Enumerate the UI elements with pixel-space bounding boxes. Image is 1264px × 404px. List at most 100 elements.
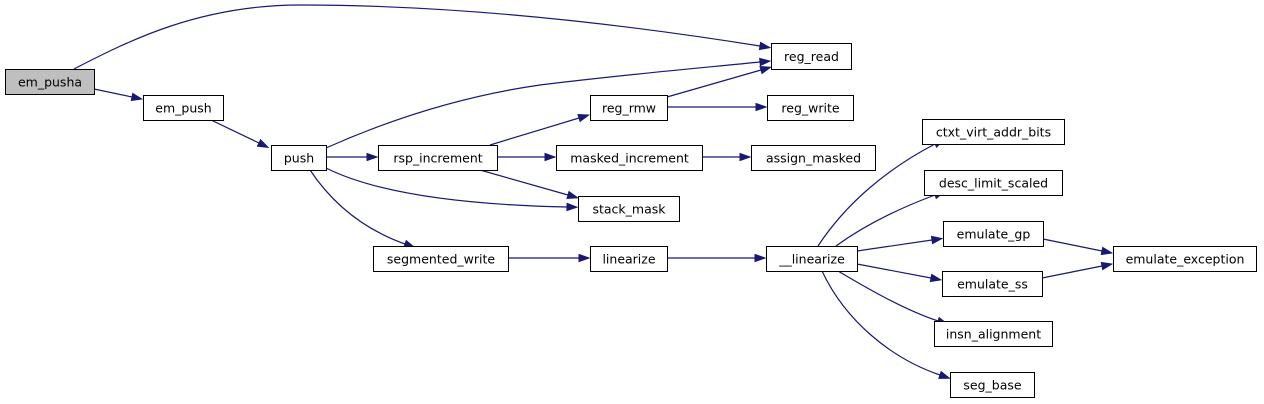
edge-line xyxy=(325,61,761,149)
arrowhead-icon xyxy=(566,190,580,200)
edge-em_pusha-to-reg_read xyxy=(73,4,772,70)
edge-line xyxy=(325,167,568,208)
node-box xyxy=(373,246,509,272)
node-em-pusha[interactable]: em_pusha xyxy=(5,69,95,95)
edge-__linearize-to-emulate_gp xyxy=(856,235,944,252)
node-label: em_pusha xyxy=(18,75,82,90)
node-label: __linearize xyxy=(778,252,845,267)
arrowhead-icon xyxy=(1100,246,1114,256)
arrowhead-icon xyxy=(366,152,379,162)
node-box xyxy=(942,271,1043,297)
edge-__linearize-to-seg_base xyxy=(821,270,951,379)
node-insn-alignment[interactable]: insn_alignment xyxy=(934,321,1053,347)
node-label: masked_increment xyxy=(570,151,689,166)
node-emulate-exception[interactable]: emulate_exception xyxy=(1113,246,1257,272)
edge-push-to-reg_read xyxy=(325,57,772,149)
node-em-push[interactable]: em_push xyxy=(143,95,224,121)
edge-rsp_increment-to-stack_mask xyxy=(479,169,580,200)
node-segmented-write[interactable]: segmented_write xyxy=(373,246,509,272)
edge-masked_increment-to-assign_masked xyxy=(702,152,752,162)
node-box xyxy=(922,119,1065,145)
arrowhead-icon xyxy=(759,65,773,75)
node-box xyxy=(271,145,327,171)
edges xyxy=(73,4,1114,379)
node-box xyxy=(767,95,854,121)
edge-linearize-to-__linearize xyxy=(667,253,767,263)
edge-line xyxy=(856,239,933,252)
arrowhead-icon xyxy=(754,253,767,263)
node-label: insn_alignment xyxy=(946,327,1041,342)
edge-push-to-rsp_increment xyxy=(326,152,379,162)
node-box xyxy=(378,145,498,171)
edge-reg_rmw-to-reg_write xyxy=(667,102,768,112)
edge-em_pusha-to-em_push xyxy=(93,88,144,102)
node-assign-masked[interactable]: assign_masked xyxy=(751,145,876,171)
node-label: em_push xyxy=(155,101,211,116)
edge-reg_rmw-to-reg_read xyxy=(666,65,773,98)
edge-em_push-to-push xyxy=(210,119,270,148)
node-label: push xyxy=(284,151,314,166)
node-emulate-gp[interactable]: emulate_gp xyxy=(943,221,1044,247)
edge-line xyxy=(93,88,133,98)
node-rsp-increment[interactable]: rsp_increment xyxy=(378,145,498,171)
node-box xyxy=(5,69,95,95)
arrowhead-icon xyxy=(578,253,591,263)
node-label: desc_limit_scaled xyxy=(939,176,1048,191)
edge-emulate_ss-to-emulate_exception xyxy=(1041,261,1114,279)
edge-segmented_write-to-linearize xyxy=(508,253,591,263)
arrowhead-icon xyxy=(759,57,772,67)
node-seg-base[interactable]: seg_base xyxy=(950,372,1035,398)
edge-line xyxy=(479,169,569,196)
node-box xyxy=(578,196,680,222)
arrowhead-icon xyxy=(739,152,752,162)
edge-line xyxy=(821,270,941,376)
arrowhead-icon xyxy=(544,152,557,162)
arrowhead-icon xyxy=(938,370,951,379)
edge-push-to-stack_mask xyxy=(325,167,579,212)
arrowhead-icon xyxy=(930,235,944,245)
node-reg-write[interactable]: reg_write xyxy=(767,95,854,121)
node-reg-read[interactable]: reg_read xyxy=(771,43,852,70)
node---linearize[interactable]: __linearize xyxy=(766,246,858,272)
edge-line xyxy=(1041,265,1103,279)
edge-line xyxy=(666,69,762,98)
node-box xyxy=(934,321,1053,347)
node-push[interactable]: push xyxy=(271,145,327,171)
edge-__linearize-to-desc_limit_scaled xyxy=(835,191,946,247)
arrowhead-icon xyxy=(1100,261,1114,271)
node-box xyxy=(950,372,1035,398)
arrowhead-icon xyxy=(577,114,590,123)
edge-line xyxy=(1042,238,1103,252)
node-box xyxy=(766,246,858,272)
arrowhead-icon xyxy=(566,202,579,212)
edge-line xyxy=(835,194,936,247)
node-label: stack_mask xyxy=(592,202,666,217)
node-linearize[interactable]: linearize xyxy=(590,246,668,272)
node-label: ctxt_virt_addr_bits xyxy=(936,125,1051,140)
node-box xyxy=(590,246,668,272)
node-ctxt-virt-addr-bits[interactable]: ctxt_virt_addr_bits xyxy=(922,119,1065,145)
node-label: reg_rmw xyxy=(602,101,656,116)
node-box xyxy=(924,170,1063,196)
node-label: rsp_increment xyxy=(393,151,482,166)
node-masked-increment[interactable]: masked_increment xyxy=(556,145,703,171)
edge-line xyxy=(489,117,580,146)
node-label: reg_write xyxy=(781,101,839,116)
edge-__linearize-to-emulate_ss xyxy=(856,263,943,283)
node-label: seg_base xyxy=(963,378,1021,393)
node-emulate-ss[interactable]: emulate_ss xyxy=(942,271,1043,297)
edge-emulate_gp-to-emulate_exception xyxy=(1042,238,1114,256)
node-desc-limit-scaled[interactable]: desc_limit_scaled xyxy=(924,170,1063,196)
edge-rsp_increment-to-masked_increment xyxy=(497,152,557,162)
arrowhead-icon xyxy=(929,273,943,283)
node-box xyxy=(943,221,1044,247)
edge-line xyxy=(817,143,936,247)
node-box xyxy=(590,95,668,121)
node-stack-mask[interactable]: stack_mask xyxy=(578,196,680,222)
edge-rsp_increment-to-reg_rmw xyxy=(489,114,590,146)
node-reg-rmw[interactable]: reg_rmw xyxy=(590,95,668,121)
node-label: reg_read xyxy=(784,49,839,64)
arrowhead-icon xyxy=(758,41,772,51)
